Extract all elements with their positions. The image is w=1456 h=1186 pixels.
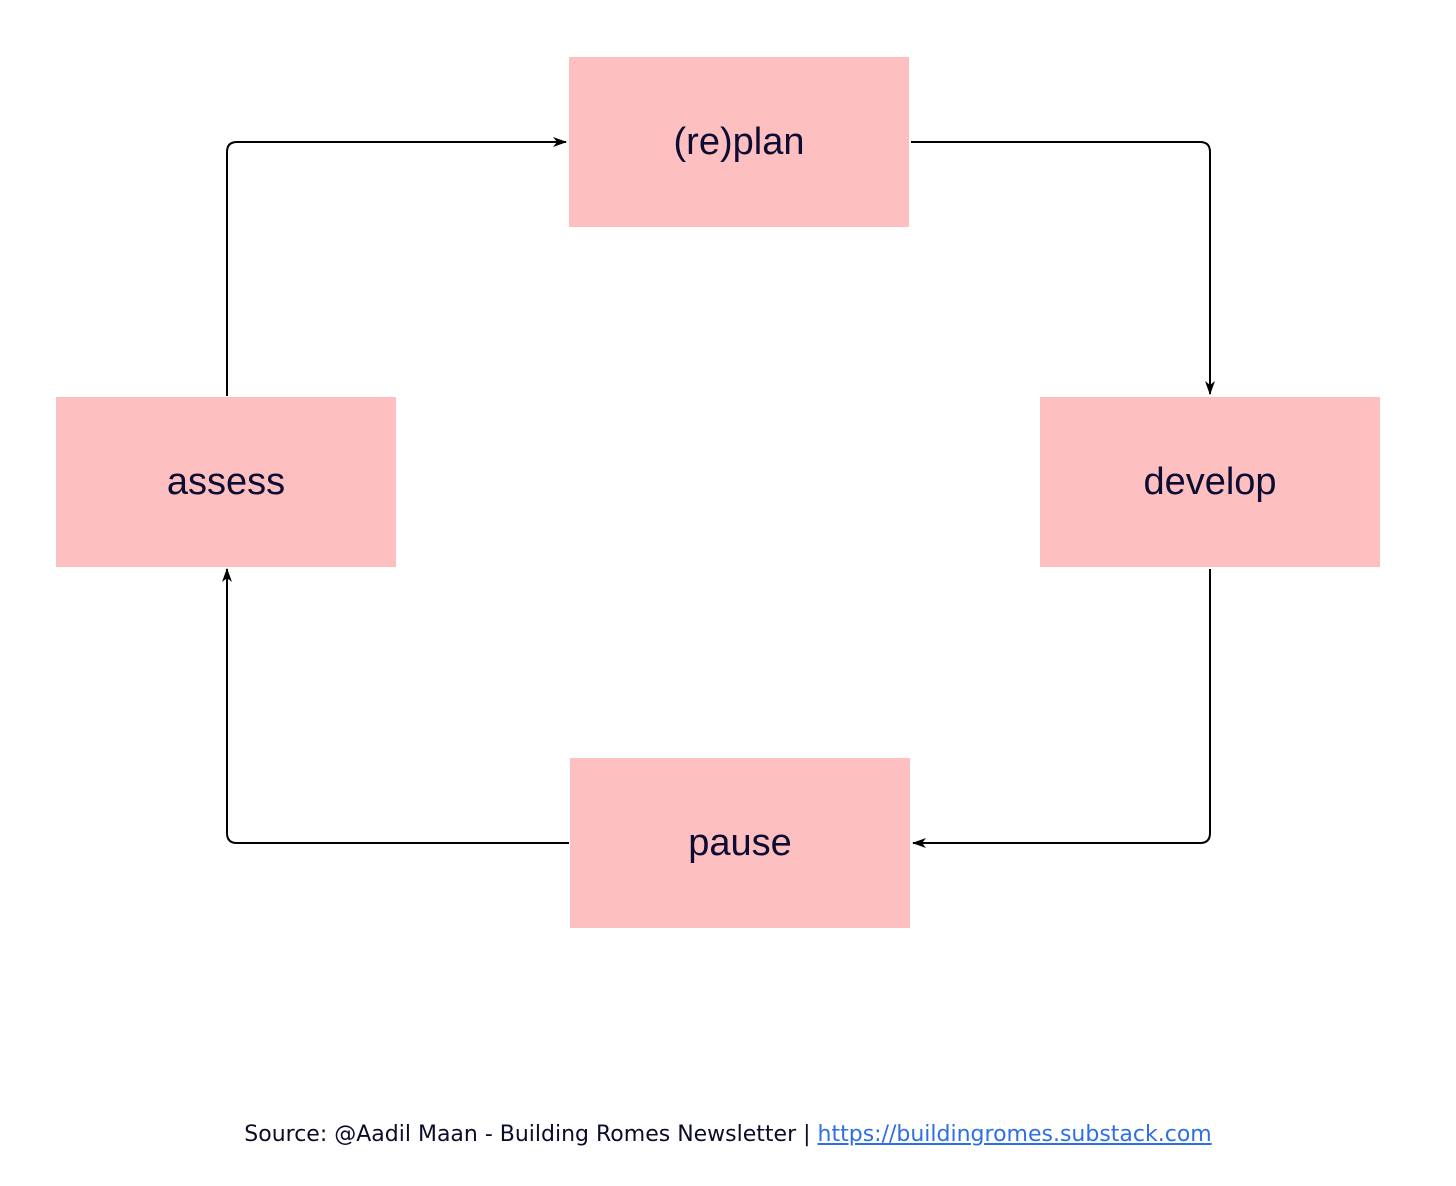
node-develop-label: develop xyxy=(1143,461,1276,503)
node-assess: assess xyxy=(56,397,396,567)
node-assess-label: assess xyxy=(167,461,285,503)
node-replan: (re)plan xyxy=(569,57,909,227)
source-text: Source: @Aadil Maan - Building Romes New… xyxy=(244,1122,818,1147)
edge-develop-to-pause xyxy=(912,569,1211,848)
source-link[interactable]: https://buildingromes.substack.com xyxy=(817,1122,1212,1147)
node-develop: develop xyxy=(1040,397,1380,567)
node-pause: pause xyxy=(570,758,910,928)
source-attribution: Source: @Aadil Maan - Building Romes New… xyxy=(0,1122,1456,1147)
edge-replan-to-develop xyxy=(911,141,1215,395)
edge-assess-to-replan xyxy=(226,137,567,396)
node-pause-label: pause xyxy=(688,822,792,864)
node-replan-label: (re)plan xyxy=(674,121,805,163)
edge-pause-to-assess xyxy=(222,568,569,844)
